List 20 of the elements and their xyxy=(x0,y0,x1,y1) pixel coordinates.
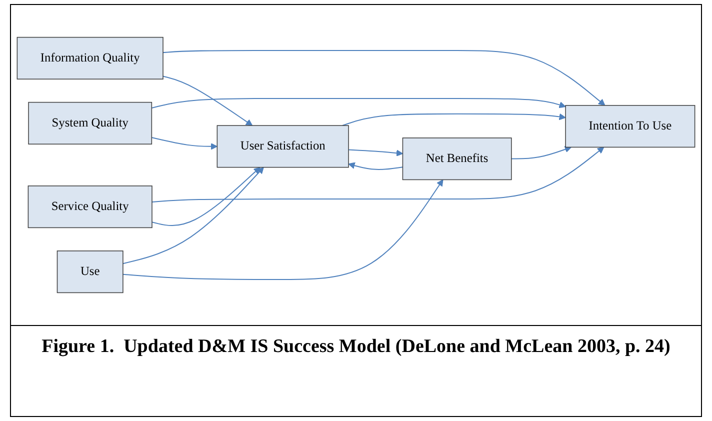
node-box: Net Benefits xyxy=(402,138,512,180)
arrow xyxy=(342,113,566,126)
arrow xyxy=(152,167,260,226)
arrow xyxy=(122,167,264,264)
arrow xyxy=(348,149,404,156)
node-box: Intention To Use xyxy=(565,105,696,148)
arrow xyxy=(122,179,444,280)
arrow xyxy=(152,98,566,108)
node-box: Service Quality xyxy=(28,186,152,228)
node-box: Information Quality xyxy=(16,36,164,80)
node-box: Use xyxy=(56,250,124,294)
arrow xyxy=(162,50,606,106)
arrow xyxy=(162,76,253,126)
arrow xyxy=(511,146,572,160)
node-box: User Satisfaction xyxy=(216,125,349,168)
node-box: System Quality xyxy=(28,102,152,144)
figure-caption: Figure 1. Updated D&M IS Success Model (DeLone and McLean 2003, p. 24) xyxy=(40,335,672,359)
arrow xyxy=(348,162,403,170)
arrow xyxy=(152,137,218,150)
arrow xyxy=(152,146,604,202)
